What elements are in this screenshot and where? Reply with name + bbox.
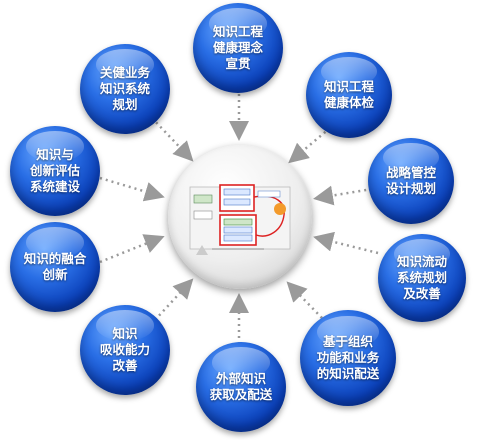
node-knowledge-delivery: 基于组织 功能和业务 的知识配送 [300,310,396,406]
node-knowledge-flow: 知识流动 系统规划 及改善 [378,234,466,322]
node-strategic-control-label: 战略管控 设计规划 [385,165,436,196]
node-strategic-control: 战略管控 设计规划 [368,138,454,224]
node-health-check-label: 知识工程 健康体检 [323,79,374,110]
arrow-right-upper [313,185,379,206]
process-flow-diagram-icon [189,184,291,255]
node-external-knowledge-label: 外部知识 获取及配送 [209,371,273,402]
node-key-business-planning: 关健业务 知识系统 规划 [80,44,170,134]
arrow-bottom-left [154,278,194,321]
node-innovation-evaluation: 知识与 创新评估 系统建设 [10,126,100,216]
node-knowledge-flow-label: 知识流动 系统规划 及改善 [396,254,447,301]
node-health-check: 知识工程 健康体检 [306,52,392,138]
node-health-concept: 知识工程 健康理念 宣贯 [193,3,283,93]
node-knowledge-delivery-label: 基于组织 功能和业务 的知识配送 [316,334,380,381]
node-key-business-planning-label: 关健业务 知识系统 规划 [99,65,150,112]
arrow-top-left [151,117,194,162]
center-hub [168,145,312,289]
arrow-left-upper [99,176,165,202]
node-knowledge-fusion-label: 知识的融合 创新 [23,251,87,282]
node-absorption-capacity-label: 知识 吸收能力 改善 [99,326,150,373]
node-knowledge-fusion: 知识的融合 创新 [10,222,100,312]
arrow-bottom-right [286,281,323,319]
node-innovation-evaluation-label: 知识与 创新评估 系统建设 [29,147,80,194]
arrow-right-lower [313,231,379,255]
arrow-top-right [288,127,331,164]
node-absorption-capacity: 知识 吸收能力 改善 [80,305,170,395]
node-health-concept-label: 知识工程 健康理念 宣贯 [212,24,263,71]
arrow-left-lower [99,234,165,264]
node-external-knowledge: 外部知识 获取及配送 [196,342,286,432]
